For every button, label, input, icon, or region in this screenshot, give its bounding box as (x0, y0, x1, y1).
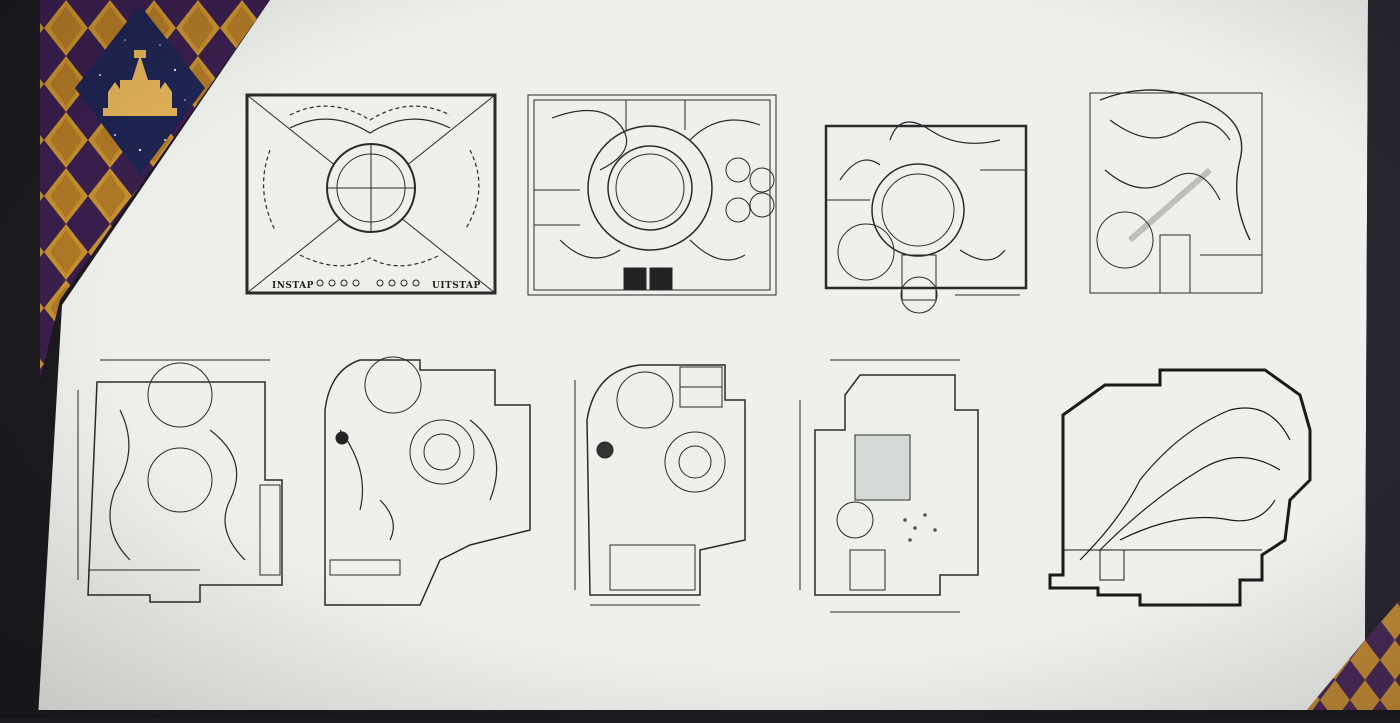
exit-label: UITSTAP (432, 281, 481, 291)
entry-label: INSTAP (272, 281, 314, 291)
floor-plan-5 (77, 359, 283, 603)
floor-plan-2 (527, 94, 777, 296)
floor-plan-9 (1048, 368, 1312, 607)
projection-screen (38, 0, 1368, 718)
floor-plan-3 (824, 121, 1028, 314)
floor-plan-7 (574, 364, 746, 606)
floor-plan-8 (799, 359, 979, 613)
floor-plan-4 (1089, 89, 1263, 294)
floor-plan-6 (324, 356, 531, 606)
floor-plan-1 (245, 93, 497, 295)
castle-crest-icon (75, 5, 205, 175)
